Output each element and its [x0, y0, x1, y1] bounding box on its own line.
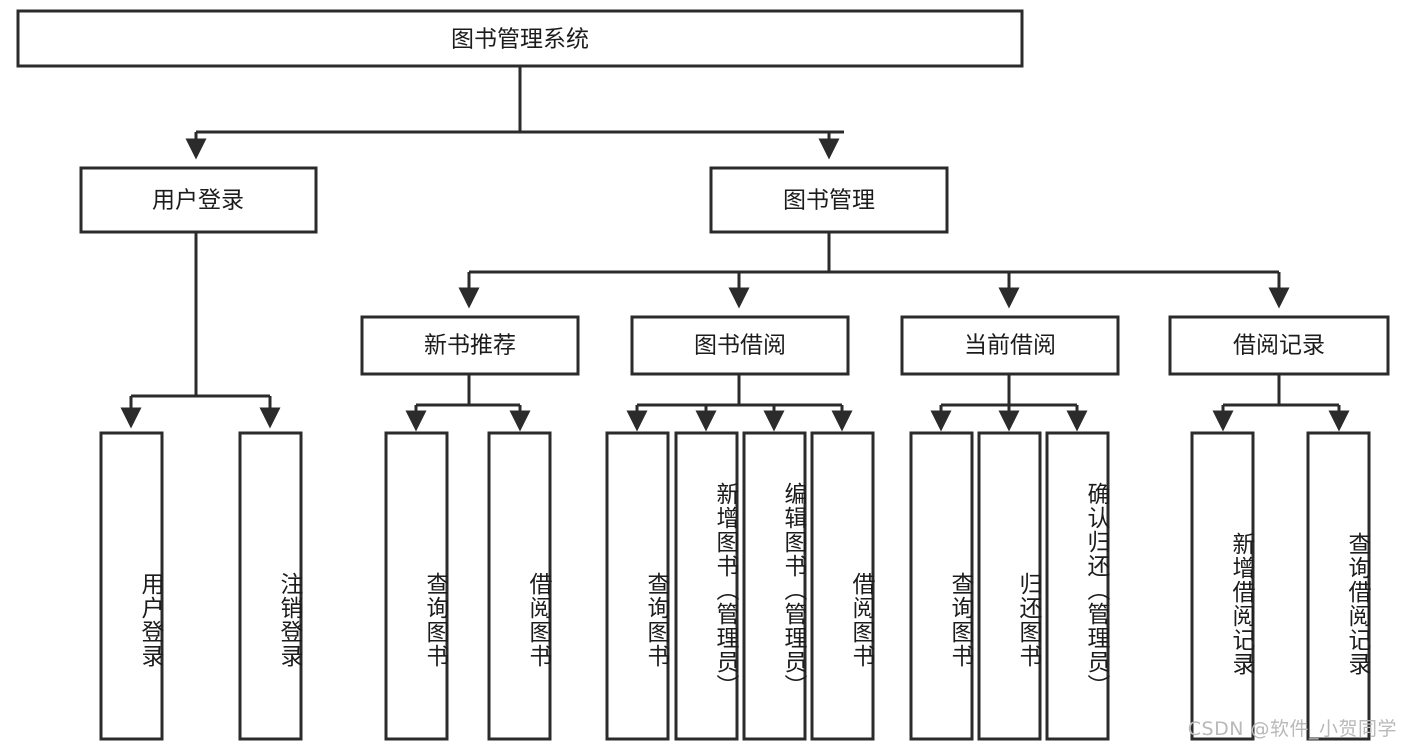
node-user-login[interactable]: 用户登录	[79, 166, 318, 234]
node-borrow-record-label: 借阅记录	[1233, 333, 1325, 359]
leaf-box-cb-confirm-return[interactable]	[1045, 431, 1110, 741]
leaf-box-br-add-record[interactable]	[1190, 431, 1255, 741]
node-book-manage-label: 图书管理	[783, 188, 875, 214]
leaf-box-bb-edit-book[interactable]	[742, 431, 807, 741]
connector-group-borrow-record	[1212, 374, 1350, 432]
node-borrow-record[interactable]: 借阅记录	[1168, 315, 1390, 376]
node-book-borrow-box[interactable]	[630, 315, 850, 376]
node-book-borrow[interactable]: 图书借阅	[630, 315, 850, 376]
node-new-book-recommend-label: 新书推荐	[424, 333, 516, 359]
node-root-system-label: 图书管理系统	[451, 27, 589, 53]
node-user-login-box[interactable]	[79, 166, 318, 234]
connector-group-new-book-recommend	[405, 374, 531, 432]
leaf-box-logout[interactable]	[238, 431, 303, 741]
node-borrow-record-box[interactable]	[1168, 315, 1390, 376]
node-new-book-recommend[interactable]: 新书推荐	[360, 315, 580, 376]
leaf-box-bb-add-book[interactable]	[674, 431, 739, 741]
node-book-manage-box[interactable]	[709, 166, 949, 234]
leaf-box-br-query-record[interactable]	[1306, 431, 1371, 741]
node-book-manage[interactable]: 图书管理	[709, 166, 949, 234]
node-book-borrow-label: 图书借阅	[694, 333, 786, 359]
node-root-system-box[interactable]	[16, 9, 1024, 68]
node-current-borrow[interactable]: 当前借阅	[900, 315, 1120, 376]
leaf-boxes	[99, 431, 1371, 741]
leaf-box-bb-borrow-book[interactable]	[810, 431, 875, 741]
node-user-login-label: 用户登录	[152, 188, 244, 214]
leaf-box-cb-return-book[interactable]	[977, 431, 1042, 741]
node-new-book-recommend-box[interactable]	[360, 315, 580, 376]
node-current-borrow-label: 当前借阅	[964, 333, 1056, 359]
leaf-box-bb-query-book[interactable]	[605, 431, 670, 741]
connector-group-root	[185, 66, 844, 160]
csdn-watermark: CSDN @软件_小贺同学	[1187, 718, 1397, 740]
connector-group-book-borrow	[626, 374, 853, 432]
connector-group-book-manage	[458, 232, 1290, 309]
leaf-box-nbr-query-book[interactable]	[384, 431, 449, 741]
leaf-box-nbr-borrow-book[interactable]	[487, 431, 552, 741]
node-current-borrow-box[interactable]	[900, 315, 1120, 376]
connector-group-user-login	[120, 232, 281, 429]
node-root-system[interactable]: 图书管理系统	[16, 9, 1024, 68]
connector-group-current-borrow	[930, 374, 1088, 432]
leaf-box-cb-query-book[interactable]	[909, 431, 974, 741]
leaf-box-user-login[interactable]	[99, 431, 164, 741]
